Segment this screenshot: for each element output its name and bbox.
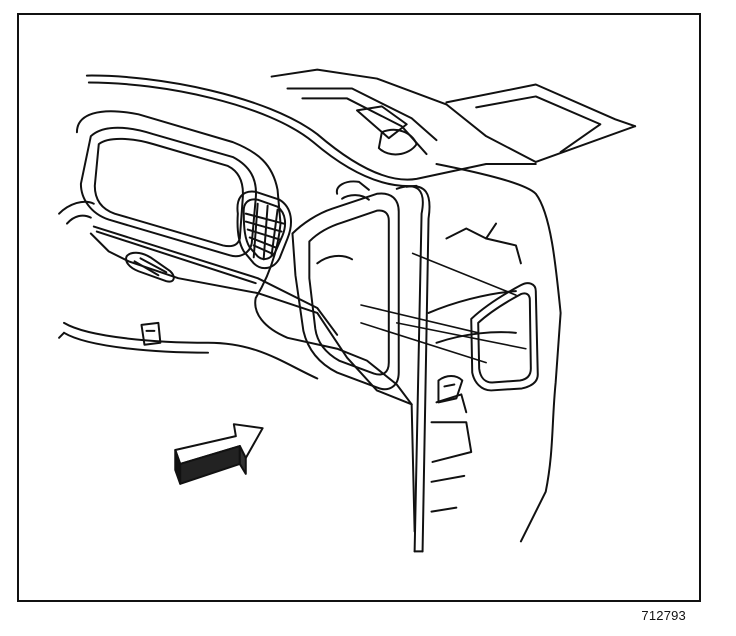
retaining-clips [140,321,464,404]
air-vent [236,190,292,270]
glove-box-door [63,232,413,406]
view-direction-arrow [174,423,264,485]
access-cover-panel [470,282,539,392]
figure-id: 712793 [641,608,686,623]
diagram-frame [17,13,701,602]
instrument-panel-top [85,68,637,188]
lower-trim [58,200,416,533]
leader-lines [360,252,527,364]
dash-side-edge [395,185,431,553]
instrument-panel-illustration [58,68,637,553]
end-panel-opening [291,180,400,391]
body-pillar [427,162,562,543]
